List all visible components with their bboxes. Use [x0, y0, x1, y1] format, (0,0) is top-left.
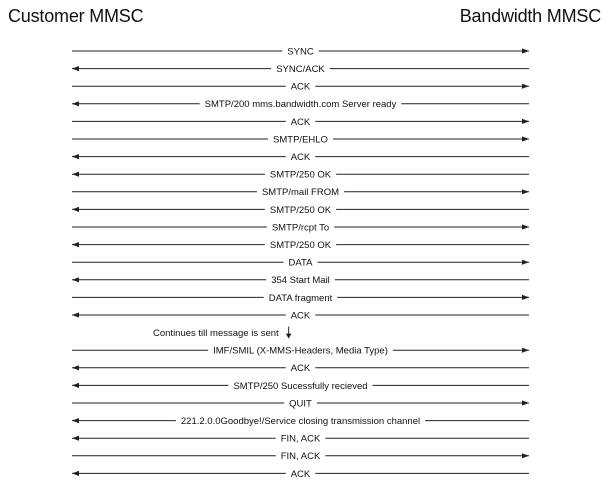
message-6: SMTP/EHLO: [72, 134, 529, 145]
arrow-left-icon: [72, 242, 79, 248]
message-label: FIN, ACK: [281, 451, 321, 462]
message-label: SMTP/250 OK: [270, 170, 332, 181]
message-8: SMTP/250 OK: [72, 170, 529, 181]
arrow-right-icon: [522, 453, 529, 459]
message-label: ACK: [291, 310, 311, 321]
arrow-right-icon: [522, 189, 529, 195]
message-10: SMTP/250 OK: [72, 205, 529, 216]
message-label: ACK: [291, 117, 311, 128]
bandwidth-mmsc-label: Bandwidth MMSC: [459, 6, 601, 26]
message-label: SMTP/mail FROM: [262, 187, 339, 198]
message-12: SMTP/250 OK: [72, 240, 529, 251]
down-arrow-icon: [285, 333, 292, 339]
arrow-left-icon: [72, 101, 79, 107]
message-13: DATA: [72, 258, 529, 269]
arrow-left-icon: [72, 206, 79, 212]
arrow-left-icon: [72, 435, 79, 441]
message-label: 354 Start Mail: [271, 275, 330, 286]
message-label: ACK: [291, 469, 311, 480]
message-15: DATA fragment: [72, 293, 529, 304]
message-label: SMTP/rcpt To: [272, 222, 329, 233]
arrow-right-icon: [522, 48, 529, 54]
message-label: SMTP/200 mms.bandwidth.com Server ready: [205, 99, 397, 110]
message-label: SMTP/250 Sucessfully recieved: [233, 381, 367, 392]
message-label: ACK: [291, 152, 311, 163]
message-25: ACK: [72, 469, 529, 480]
arrow-right-icon: [522, 83, 529, 89]
arrow-right-icon: [522, 347, 529, 353]
message-20: SMTP/250 Sucessfully recieved: [72, 381, 529, 392]
arrow-right-icon: [522, 136, 529, 142]
message-label: SMTP/250 OK: [270, 240, 332, 251]
message-23: FIN, ACK: [72, 434, 529, 445]
message-label: SMTP/250 OK: [270, 205, 332, 216]
message-5: ACK: [72, 117, 529, 128]
message-label: 221.2.0.0Goodbye!/Service closing transm…: [181, 416, 420, 427]
message-label: DATA fragment: [269, 293, 333, 304]
message-9: SMTP/mail FROM: [72, 187, 529, 198]
arrow-right-icon: [522, 294, 529, 300]
message-label: DATA: [289, 258, 314, 269]
message-3: ACK: [72, 82, 529, 93]
arrow-left-icon: [72, 382, 79, 388]
arrow-right-icon: [522, 118, 529, 124]
message-label: FIN, ACK: [281, 434, 321, 445]
arrow-left-icon: [72, 365, 79, 371]
message-label: ACK: [291, 82, 311, 93]
message-22: 221.2.0.0Goodbye!/Service closing transm…: [72, 416, 529, 427]
message-7: ACK: [72, 152, 529, 163]
message-1: SYNC: [72, 46, 529, 57]
arrow-right-icon: [522, 400, 529, 406]
message-label: SYNC/ACK: [276, 64, 325, 75]
message-label: IMF/SMIL (X-MMS-Headers, Media Type): [213, 346, 388, 357]
message-16: ACK: [72, 310, 529, 321]
arrow-left-icon: [72, 277, 79, 283]
arrow-left-icon: [72, 171, 79, 177]
message-17: Continues till message is sent: [153, 326, 292, 339]
arrow-left-icon: [72, 66, 79, 72]
customer-mmsc-label: Customer MMSC: [8, 6, 144, 26]
arrow-left-icon: [72, 418, 79, 424]
arrow-left-icon: [72, 470, 79, 476]
message-label: SYNC: [287, 46, 314, 57]
message-11: SMTP/rcpt To: [72, 222, 529, 233]
message-label: ACK: [291, 363, 311, 374]
arrow-right-icon: [522, 259, 529, 265]
message-4: SMTP/200 mms.bandwidth.com Server ready: [72, 99, 529, 110]
arrow-right-icon: [522, 224, 529, 230]
message-21: QUIT: [72, 398, 529, 409]
arrow-left-icon: [72, 312, 79, 318]
arrow-left-icon: [72, 154, 79, 160]
message-14: 354 Start Mail: [72, 275, 529, 286]
note-label: Continues till message is sent: [153, 328, 279, 339]
message-2: SYNC/ACK: [72, 64, 529, 75]
message-24: FIN, ACK: [72, 451, 529, 462]
message-18: IMF/SMIL (X-MMS-Headers, Media Type): [72, 346, 529, 357]
message-label: SMTP/EHLO: [273, 134, 328, 145]
message-label: QUIT: [289, 398, 312, 409]
message-19: ACK: [72, 363, 529, 374]
